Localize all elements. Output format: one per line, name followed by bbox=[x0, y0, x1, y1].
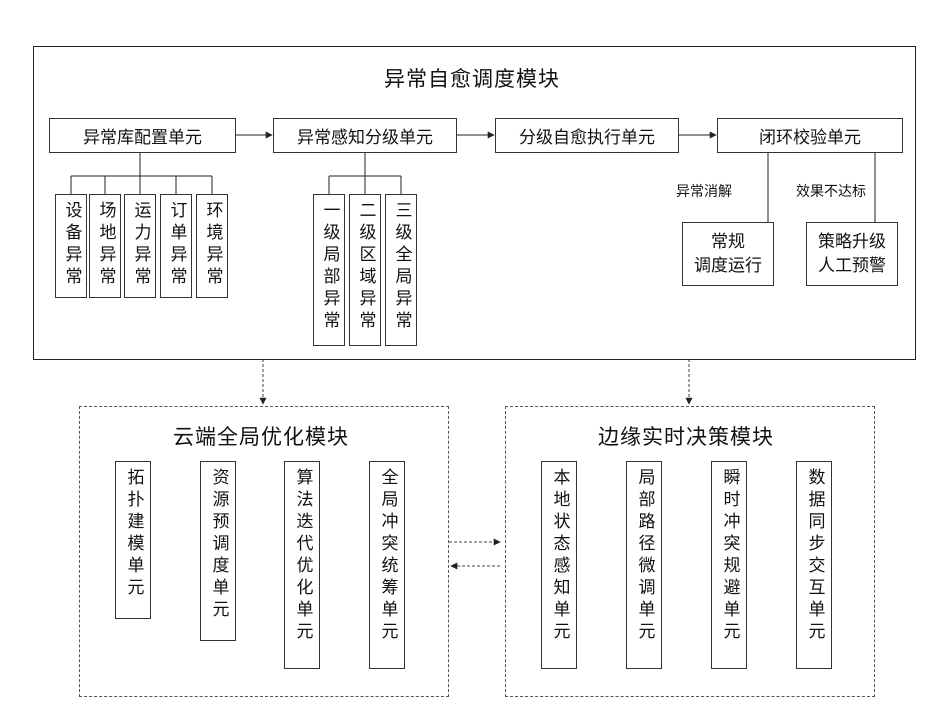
cloud-module-title: 云端全局优化模块 bbox=[173, 421, 349, 451]
outcome-strategy-upgrade: 策略升级人工预警 bbox=[806, 222, 898, 286]
local-path-fine-tuning-unit: 局部路径微调单元 bbox=[626, 461, 662, 669]
anomaly-type-site: 场地异常 bbox=[89, 194, 121, 298]
global-conflict-coordination-unit: 全局冲突统筹单元 bbox=[369, 461, 405, 669]
level-1-local-anomaly: 一级局部异常 bbox=[313, 194, 345, 346]
level-3-global-anomaly: 三级全局异常 bbox=[385, 194, 417, 346]
anomaly-type-environment: 环境异常 bbox=[196, 194, 228, 298]
resource-pre-dispatch-unit: 资源预调度单元 bbox=[200, 461, 236, 641]
anomaly-type-equipment: 设备异常 bbox=[55, 194, 87, 298]
branch-label-resolved: 异常消解 bbox=[676, 181, 732, 201]
anomaly-library-config-unit: 异常库配置单元 bbox=[49, 118, 236, 153]
instant-conflict-avoidance-unit: 瞬时冲突规避单元 bbox=[711, 461, 747, 669]
anomaly-perception-grading-unit: 异常感知分级单元 bbox=[273, 118, 457, 153]
level-2-regional-anomaly: 二级区域异常 bbox=[349, 194, 381, 346]
closed-loop-verification-unit: 闭环校验单元 bbox=[717, 118, 903, 153]
anomaly-type-transport: 运力异常 bbox=[124, 194, 156, 298]
data-sync-interaction-unit: 数据同步交互单元 bbox=[796, 461, 832, 669]
graded-self-healing-exec-unit: 分级自愈执行单元 bbox=[495, 118, 679, 153]
local-state-perception-unit: 本地状态感知单元 bbox=[541, 461, 577, 669]
outcome-normal-dispatch: 常规调度运行 bbox=[682, 222, 774, 286]
anomaly-type-order: 订单异常 bbox=[160, 194, 192, 298]
edge-module-title: 边缘实时决策模块 bbox=[598, 421, 774, 451]
topology-modeling-unit: 拓扑建模单元 bbox=[115, 461, 151, 619]
branch-label-not-met: 效果不达标 bbox=[796, 181, 866, 201]
algorithm-iterative-optimization-unit: 算法迭代优化单元 bbox=[284, 461, 320, 669]
top-module-title: 异常自愈调度模块 bbox=[384, 63, 560, 93]
